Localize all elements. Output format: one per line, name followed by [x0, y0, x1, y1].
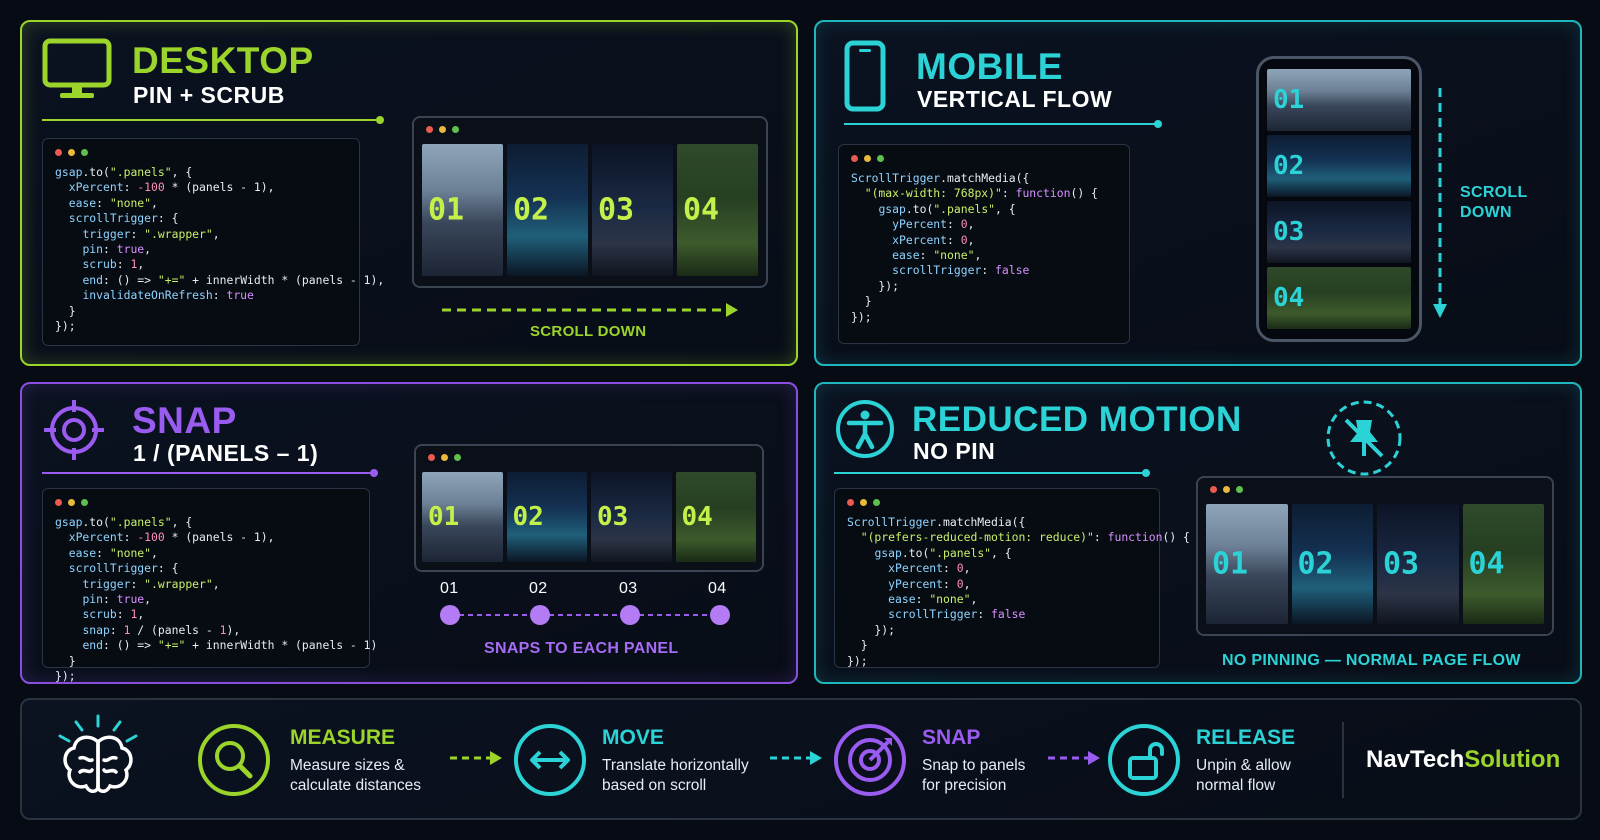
- snap-dot-4: [710, 605, 730, 625]
- snap-panel-1: 01: [422, 472, 503, 562]
- mobile-title: MOBILE: [916, 46, 1063, 87]
- reduced-subtitle: NO PIN: [913, 438, 996, 464]
- snap-step-label-4: 04: [708, 580, 727, 597]
- snap-dot-1: [440, 605, 460, 625]
- desktop-divider: [42, 116, 384, 124]
- unlock-icon: [1108, 724, 1180, 796]
- mobile-code-block: ScrollTrigger.matchMedia({ "(max-width: …: [838, 144, 1130, 344]
- step-measure-line2: calculate distances: [290, 777, 421, 794]
- reduced-panel-1: 01: [1206, 504, 1288, 624]
- brand-part-1: NavTech: [1366, 746, 1465, 773]
- snap-panel-2: 02: [506, 472, 587, 562]
- brain-icon: [58, 714, 138, 793]
- flow-arrow-2: [770, 751, 822, 765]
- no-pin-icon: [1326, 400, 1402, 476]
- mobile-panel-2: 02: [1267, 135, 1411, 197]
- flow-bar: MEASURE Measure sizes & calculate distan…: [20, 698, 1582, 820]
- reduced-title: REDUCED MOTION: [912, 400, 1242, 439]
- desktop-caption: SCROLL DOWN: [530, 323, 647, 340]
- snap-browser-window: 01 02 03 04: [414, 444, 764, 572]
- reduced-panel-2: 02: [1291, 504, 1373, 624]
- horizontal-arrows-icon: [514, 724, 586, 796]
- snap-panel-4: 04: [675, 472, 756, 562]
- reduced-motion-card: REDUCED MOTION NO PIN ScrollTrigger.matc…: [814, 382, 1582, 684]
- desktop-subtitle: PIN + SCRUB: [133, 82, 285, 108]
- step-move-line1: Translate horizontally: [602, 757, 749, 774]
- step-snap-line2: for precision: [922, 777, 1007, 794]
- phone-frame: 01 02 03 04: [1256, 56, 1422, 342]
- desktop-panel-1: 01: [422, 144, 503, 276]
- snap-card: SNAP 1 / (PANELS – 1) gsap.to(".panels",…: [20, 382, 798, 684]
- target-icon: [44, 400, 104, 460]
- step-release-line1: Unpin & allow: [1196, 757, 1291, 774]
- step-move-title: MOVE: [602, 726, 664, 749]
- reduced-divider: [834, 469, 1150, 477]
- mobile-divider: [844, 120, 1162, 128]
- reduced-caption: NO PINNING — NORMAL PAGE FLOW: [1222, 652, 1521, 669]
- snap-title: SNAP: [132, 400, 237, 441]
- mobile-card: MOBILE VERTICAL FLOW ScrollTrigger.match…: [814, 20, 1582, 366]
- desktop-panel-4: 04: [677, 144, 758, 276]
- snap-step-label-3: 03: [619, 580, 638, 597]
- desktop-code-block: gsap.to(".panels", { xPercent: -100 * (p…: [42, 138, 384, 346]
- desktop-browser-window: 01 02 03 04: [412, 116, 768, 288]
- step-release-title: RELEASE: [1196, 726, 1296, 749]
- flow-arrow-3: [1048, 751, 1100, 765]
- target-icon: [834, 724, 906, 796]
- reduced-code-block: ScrollTrigger.matchMedia({ "(prefers-red…: [834, 488, 1190, 668]
- mobile-caption-line2: DOWN: [1460, 204, 1512, 221]
- step-release-line2: normal flow: [1196, 777, 1276, 794]
- snap-code-block: gsap.to(".panels", { xPercent: -100 * (p…: [42, 488, 377, 683]
- smartphone-icon: [844, 40, 886, 112]
- step-move-line2: based on scroll: [602, 777, 707, 794]
- snap-step-label-1: 01: [440, 580, 459, 597]
- mobile-panel-1: 01: [1267, 69, 1411, 131]
- brand-divider: [1342, 722, 1344, 798]
- step-snap-title: SNAP: [922, 726, 981, 749]
- snap-step-label-2: 02: [529, 580, 548, 597]
- scroll-down-arrow: [1433, 88, 1447, 318]
- mobile-panel-3: 03: [1267, 201, 1411, 263]
- accessibility-icon: [836, 400, 894, 458]
- brand-part-2: Solution: [1464, 746, 1561, 773]
- step-snap-line1: Snap to panels: [922, 757, 1026, 774]
- mobile-caption-line1: SCROLL: [1460, 184, 1528, 201]
- monitor-icon: [42, 38, 112, 98]
- step-measure-line1: Measure sizes &: [290, 757, 405, 774]
- scroll-right-arrow: [442, 303, 738, 317]
- mobile-panel-4: 04: [1267, 267, 1411, 329]
- mobile-subtitle: VERTICAL FLOW: [917, 86, 1113, 112]
- desktop-card: DESKTOP PIN + SCRUB gsap.to(".panels", {…: [20, 20, 798, 366]
- flow-arrow-1: [450, 751, 502, 765]
- snap-dot-2: [530, 605, 550, 625]
- step-measure-title: MEASURE: [290, 726, 396, 749]
- brand-logo: NavTechSolution: [1366, 746, 1560, 774]
- snap-track: [440, 605, 730, 625]
- snap-caption: SNAPS TO EACH PANEL: [484, 640, 679, 657]
- snap-divider: [42, 469, 378, 477]
- snap-panel-3: 03: [591, 472, 672, 562]
- desktop-panel-2: 02: [507, 144, 588, 276]
- magnifier-icon: [198, 724, 270, 796]
- desktop-panel-3: 03: [592, 144, 673, 276]
- reduced-browser-window: 01 02 03 04: [1196, 476, 1554, 636]
- desktop-title: DESKTOP: [132, 40, 314, 81]
- reduced-panel-4: 04: [1462, 504, 1544, 624]
- snap-dot-3: [620, 605, 640, 625]
- reduced-panel-3: 03: [1377, 504, 1459, 624]
- snap-subtitle: 1 / (PANELS – 1): [133, 440, 319, 466]
